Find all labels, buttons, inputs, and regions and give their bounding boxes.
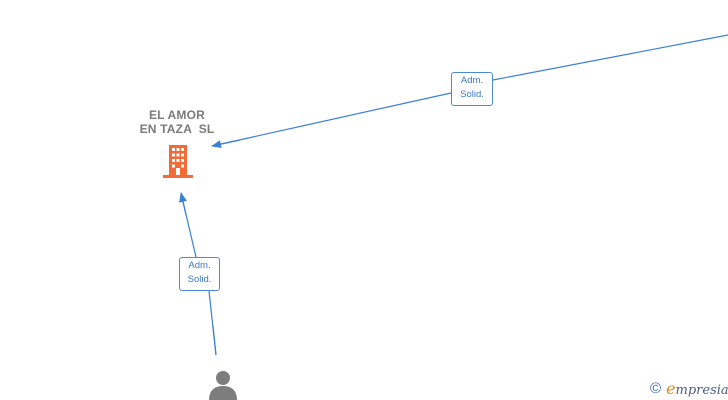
company-node-label[interactable]: EL AMOR EN TAZA SL <box>118 108 236 136</box>
relation-label-line1: Adm. <box>188 260 211 271</box>
company-name-line1: EL AMOR <box>148 108 206 122</box>
empresia-watermark: © empresia <box>650 378 728 398</box>
edge-person-to-company-head <box>179 192 187 216</box>
company-name-line2: EN TAZA SL <box>139 122 215 136</box>
copyright-symbol: © <box>650 379 662 397</box>
edge-external-to-company-head <box>211 139 241 149</box>
edge-person-to-label <box>208 290 217 356</box>
relation-label-line1: Adm. <box>460 75 484 86</box>
person-icon[interactable] <box>207 368 239 400</box>
building-icon[interactable] <box>162 144 194 180</box>
brand-logo: empresia <box>666 379 728 398</box>
edge-external-to-company <box>211 34 728 147</box>
brand-first-letter: e <box>666 378 676 398</box>
relation-label-line2: Solid. <box>460 89 484 100</box>
relation-label-line2: Solid. <box>187 274 212 285</box>
relation-label-adm-solid[interactable]: Adm. Solid. <box>179 257 220 291</box>
relation-label-adm-solid[interactable]: Adm. Solid. <box>451 72 493 106</box>
brand-rest: mpresia <box>675 382 728 398</box>
